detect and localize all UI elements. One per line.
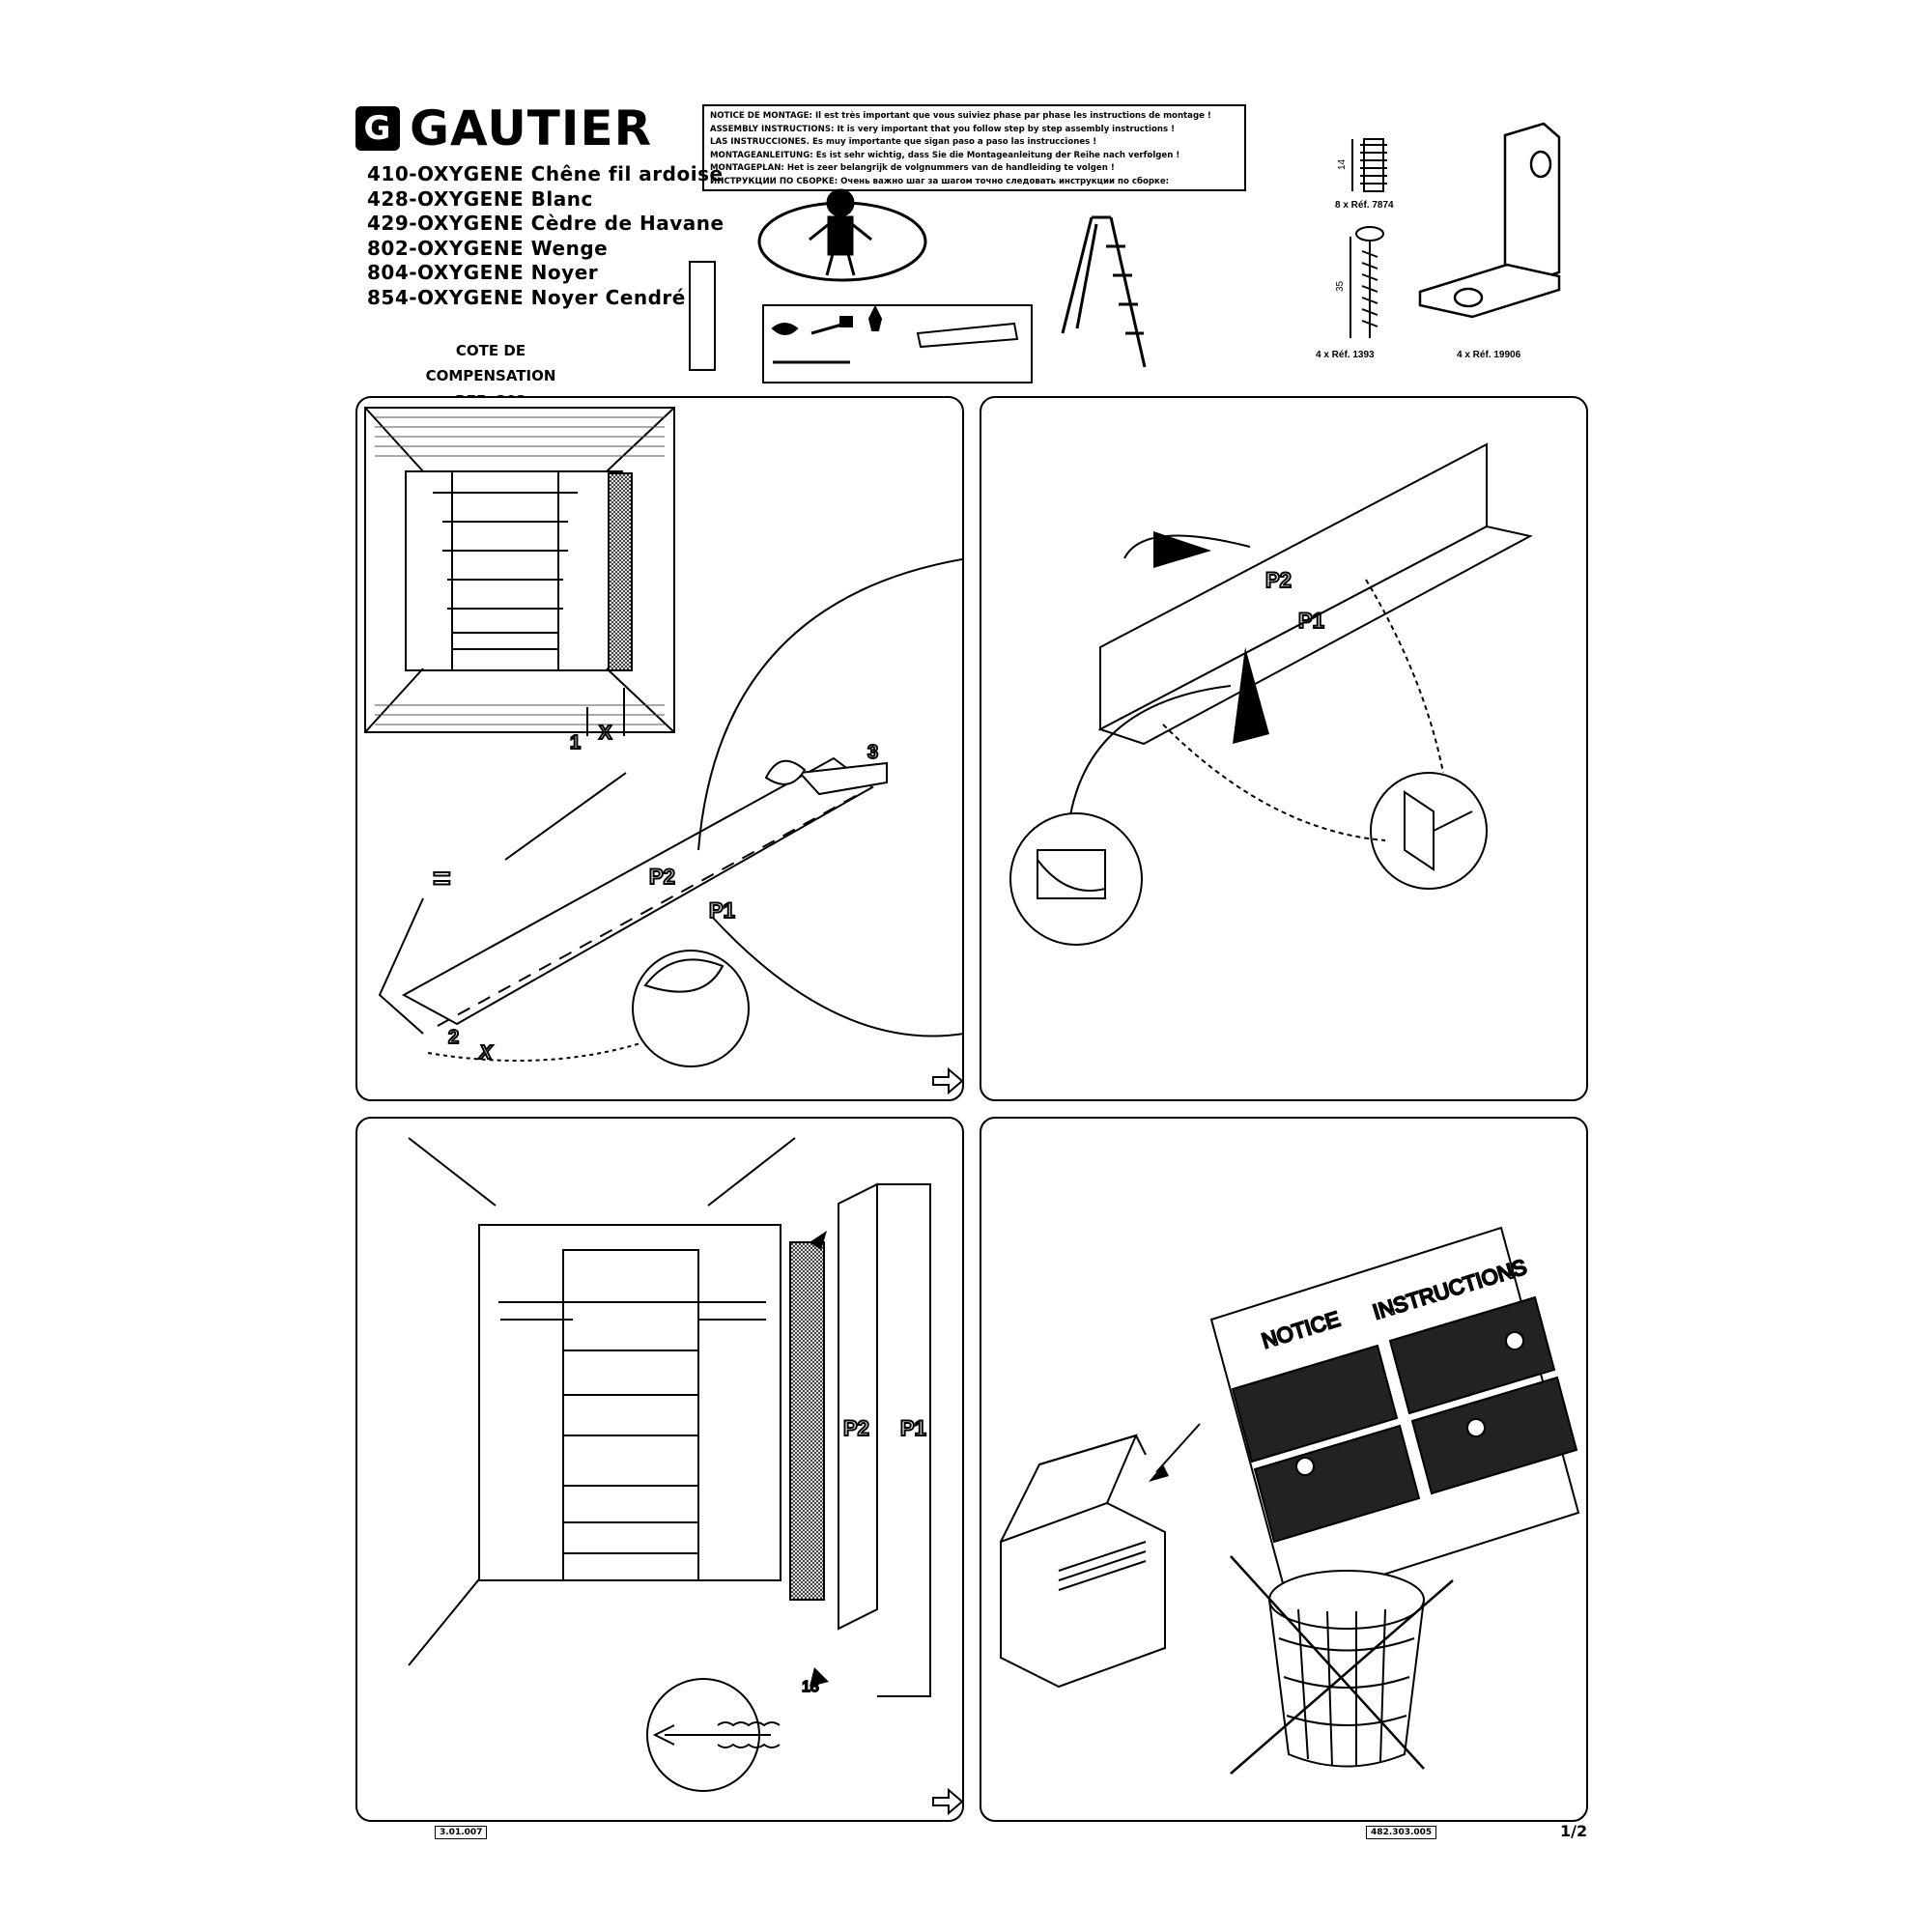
notice-line: LAS INSTRUCCIONES. Es muy importante que… xyxy=(710,137,1097,148)
notice-line: MONTAGEANLEITUNG: Es ist sehr wichtig, d… xyxy=(710,150,1180,160)
notice-line: ASSEMBLY INSTRUCTIONS: It is very import… xyxy=(710,124,1176,134)
gautier-logo: G GAUTIER xyxy=(355,100,652,156)
screw-ref-label: 4 x Réf. 1393 xyxy=(1316,350,1375,360)
cam-dimension: 14 xyxy=(1337,158,1348,170)
model-item: 429-OXYGENE Cèdre de Havane xyxy=(367,212,724,235)
step3-dimension: 18 xyxy=(802,1679,819,1695)
notice-line: NOTICE DE MONTAGE: Il est très important… xyxy=(710,111,1211,121)
step1-x-top: X xyxy=(599,723,612,744)
screw-dimension: 35 xyxy=(1335,280,1346,292)
step1-number-3: 3 xyxy=(867,742,878,763)
footer-right-ref: 482.303.005 xyxy=(1366,1826,1437,1839)
step-1-illustration: 1 X = 2 X 3 P2 P1 xyxy=(364,407,964,1095)
step1-label-p1: P1 xyxy=(709,898,735,923)
angle-bracket-icon xyxy=(1418,122,1561,319)
step-3-illustration: P2 P1 18 xyxy=(408,1137,964,1816)
compensation-title: COTE DE COMPENSATION xyxy=(425,342,556,384)
footer-left-ref: 3.01.007 xyxy=(435,1826,488,1839)
bracket-ref-label: 4 x Réf. 19906 xyxy=(1457,350,1521,360)
header-illustrations: 14 8 x Réf. 7874 35 4 x Réf. 1393 4 x Ré… xyxy=(757,122,1561,384)
model-item: 428-OXYGENE Blanc xyxy=(367,186,593,211)
model-list: 410-OXYGENE Chêne fil ardoise 428-OXYGEN… xyxy=(367,162,724,310)
page-number: 1/2 xyxy=(1560,1822,1588,1840)
step1-number-2: 2 xyxy=(448,1027,459,1048)
step-4-illustration: NOTICE INSTRUCTIONS xyxy=(1000,1226,1580,1775)
tools-icon xyxy=(762,304,1033,384)
step1-label-p2: P2 xyxy=(649,865,675,889)
wood-screw-icon xyxy=(1350,226,1384,338)
step2-label-p2: P2 xyxy=(1265,568,1292,592)
ladder-icon xyxy=(1061,215,1147,368)
step-2-illustration: P2 P1 xyxy=(1009,442,1533,946)
cam-fitting-icon xyxy=(1351,138,1387,192)
model-item: 802-OXYGENE Wenge xyxy=(367,236,609,260)
brand-name: GAUTIER xyxy=(410,100,653,156)
notice-line: MONTAGEPLAN: Het is zeer belangrijk de v… xyxy=(710,163,1115,174)
step3-label-p2: P2 xyxy=(843,1416,869,1440)
compensation-strip-icon xyxy=(689,261,716,371)
cam-ref-label: 8 x Réf. 7874 xyxy=(1335,200,1394,211)
assembly-notice-box: NOTICE DE MONTAGE: Il est très important… xyxy=(702,104,1246,191)
step1-number-1: 1 xyxy=(570,732,581,753)
model-item: 804-OXYGENE Noyer xyxy=(367,261,599,284)
two-person-assembly-icon xyxy=(757,188,927,282)
step1-x-bottom: X xyxy=(478,1042,494,1064)
model-item: 410-OXYGENE Chêne fil ardoise xyxy=(367,162,724,185)
step3-label-p1: P1 xyxy=(900,1416,926,1440)
step2-label-p1: P1 xyxy=(1298,609,1324,633)
gautier-logo-mark: G xyxy=(355,106,400,151)
model-item: 854-OXYGENE Noyer Cendré xyxy=(367,285,686,309)
notice-line: ИНСТРУКЦИИ ПО СБОРКЕ: Очень важно шаг за… xyxy=(710,176,1170,186)
step1-equals-sign: = xyxy=(433,861,451,895)
